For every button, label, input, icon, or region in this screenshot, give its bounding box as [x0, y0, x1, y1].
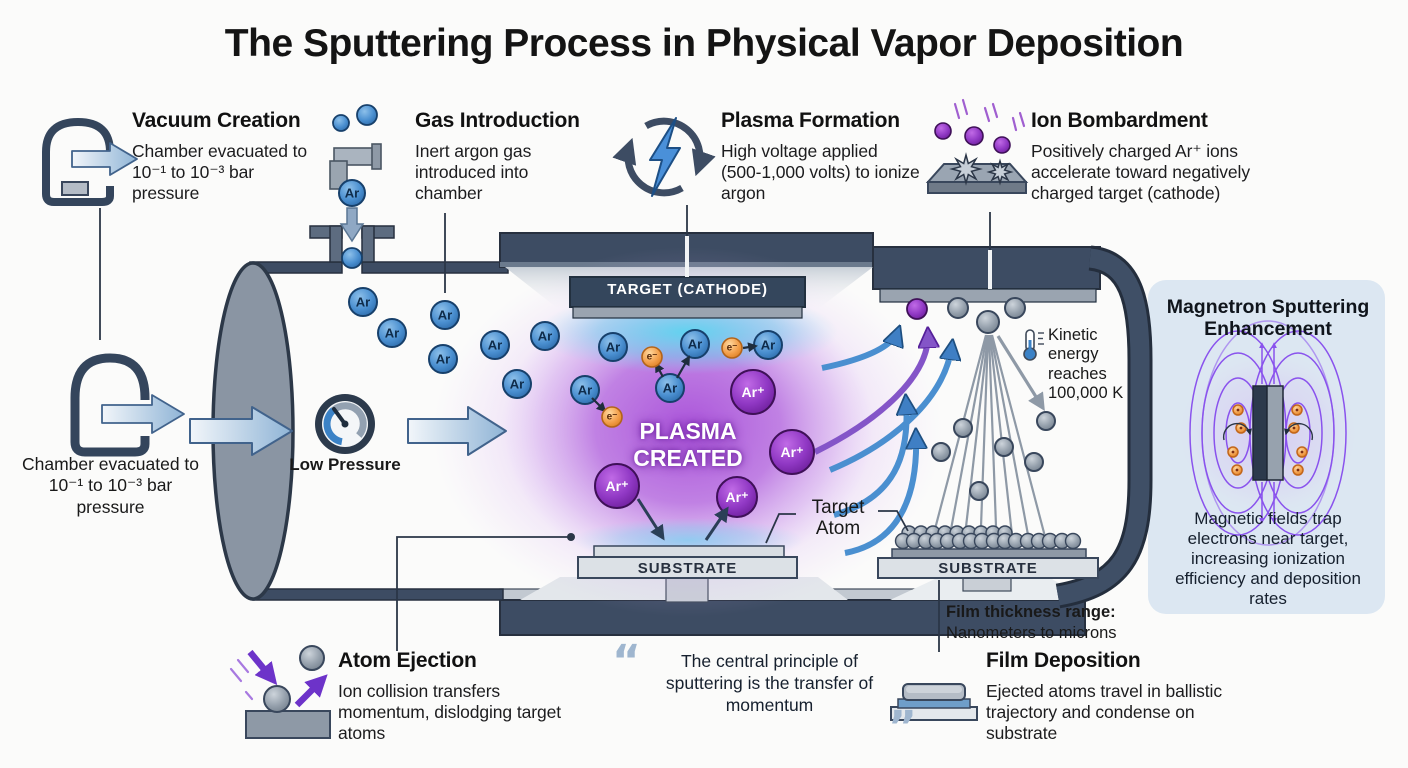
electron-label: e⁻	[647, 352, 658, 363]
argon-atom-label: Ar	[345, 186, 359, 201]
argon-atom-label: Ar	[538, 329, 552, 344]
argon-ion-label: Ar⁺	[781, 444, 804, 460]
substrate-pedestal-right	[962, 576, 1012, 592]
vacuum-jar-icon-top	[42, 117, 138, 206]
atom-ejection-icon	[229, 645, 331, 739]
argon-atom-label: Ar	[438, 308, 452, 323]
substrate-left	[577, 545, 798, 579]
argon-atom-at-inlet: Ar	[338, 179, 366, 207]
argon-atom-label: Ar	[606, 340, 620, 355]
argon-atom-label: Ar	[663, 381, 677, 396]
pressure-gauge-icon	[315, 394, 375, 454]
callout-lines	[99, 205, 991, 652]
film-deposition-icon	[890, 683, 978, 721]
gas-molecule	[356, 104, 378, 126]
incoming-ion	[934, 122, 952, 140]
plasma-created-label: PLASMA CREATED	[633, 418, 743, 472]
gas-faucet-icon	[329, 104, 382, 190]
quote-open-mark: “	[612, 636, 641, 687]
step-plasma-body: High voltage applied (500-1,000 volts) t…	[721, 141, 920, 203]
argon-ball-in-port	[341, 247, 363, 269]
flow-arrow-to-plasma	[407, 406, 507, 456]
target-atom-label: Target Atom	[811, 497, 865, 540]
argon-ion-label: Ar⁺	[606, 478, 629, 494]
electron-label: e⁻	[607, 412, 618, 423]
embedded-ion	[906, 298, 928, 320]
argon-atom-label: Ar	[761, 338, 775, 353]
chamber-top-wall-right	[872, 246, 1101, 290]
step-vacuum-body: Chamber evacuated to 10⁻¹ to 10⁻³ bar pr…	[132, 141, 308, 203]
film-thickness-value: Nanometers to microns	[946, 624, 1117, 642]
step-atom-ejection-body: Ion collision transfers momentum, dislod…	[338, 681, 561, 743]
argon-atom-label: Ar	[356, 295, 370, 310]
target-surface-atom	[947, 297, 969, 319]
step-gas-body: Inert argon gas introduced into chamber	[415, 141, 532, 203]
incoming-ion	[964, 126, 984, 146]
step-film-deposition-heading: Film Deposition	[986, 649, 1141, 672]
target-cathode-bar	[569, 276, 806, 319]
magnetron-heading: Magnetron Sputtering Enhancement	[1166, 296, 1370, 341]
step-film-deposition-body: Ejected atoms travel in ballistic trajec…	[986, 681, 1222, 743]
argon-atom-label: Ar	[688, 337, 702, 352]
evacuated-caption: Chamber evacuated to 10⁻¹ to 10⁻³ bar pr…	[21, 454, 200, 517]
vacuum-jar-icon-mid	[70, 353, 185, 457]
magnetron-panel	[1148, 280, 1385, 614]
low-pressure-label: Low Pressure	[289, 455, 401, 474]
step-vacuum-heading: Vacuum Creation	[132, 109, 301, 132]
plasma-glow	[433, 247, 943, 617]
quote-close-mark: ”	[888, 702, 917, 753]
surface-atom	[263, 685, 291, 713]
ion-acceleration-arrows	[813, 331, 952, 556]
impact-starburst	[949, 152, 983, 186]
target-surface-atom	[1004, 297, 1026, 319]
target-cathode-label: TARGET (CATHODE)	[607, 281, 768, 298]
step-atom-ejection-heading: Atom Ejection	[338, 649, 477, 672]
argon-ion-label: Ar⁺	[742, 384, 765, 400]
chamber-right-wall	[1056, 248, 1150, 606]
step-ion-body: Positively charged Ar⁺ ions accelerate t…	[1031, 141, 1250, 203]
substrate-label-right: SUBSTRATE	[938, 560, 1038, 577]
callout-dot	[567, 533, 575, 541]
ion-impact-icon	[925, 98, 1029, 194]
kinetic-energy-note: Kinetic energy reaches 100,000 K	[1048, 326, 1124, 403]
chamber-bottom-wall-left	[252, 588, 504, 601]
page-title: The Sputtering Process in Physical Vapor…	[224, 22, 1184, 65]
quote-text: The central principle of sputtering is t…	[665, 651, 874, 715]
step-plasma-heading: Plasma Formation	[721, 109, 900, 132]
deposited-film-atoms	[894, 525, 1082, 550]
gas-molecule	[332, 114, 350, 132]
chamber-top-wall-thin-right	[361, 261, 509, 274]
argon-atoms: Ar Ar Ar Ar Ar Ar Ar Ar Ar Ar Ar Ar	[348, 287, 783, 405]
step-ion-heading: Ion Bombardment	[1031, 109, 1208, 132]
ejected-atom	[299, 645, 325, 671]
magnetron-body: Magnetic fields trap electrons near targ…	[1175, 509, 1361, 609]
plasma-bolt-icon	[612, 117, 716, 197]
substrate-impact-arrows	[636, 498, 729, 541]
electron-label: e⁻	[727, 343, 738, 354]
argon-atom-label: Ar	[578, 383, 592, 398]
substrate-right	[877, 525, 1099, 579]
impact-starburst	[986, 158, 1014, 186]
flow-arrow-into-chamber	[189, 406, 293, 456]
argon-atom-label: Ar	[488, 338, 502, 353]
substrate-label-left: SUBSTRATE	[637, 560, 738, 577]
gas-inlet-arrow	[339, 207, 365, 243]
argon-atom-label: Ar	[436, 352, 450, 367]
film-thickness-label: Film thickness range:	[946, 603, 1116, 621]
trapped-electrons	[1222, 404, 1314, 476]
step-gas-heading: Gas Introduction	[415, 109, 580, 132]
gas-inlet-port	[309, 225, 395, 263]
argon-atom-label: Ar	[385, 326, 399, 341]
incoming-ion	[993, 136, 1011, 154]
falling-atoms	[931, 411, 1056, 501]
argon-atom-label: Ar	[510, 377, 524, 392]
thermometer-icon	[1023, 329, 1044, 361]
argon-ion-label: Ar⁺	[726, 489, 749, 505]
ejected-atom	[976, 310, 1000, 334]
magnet-icon	[1252, 385, 1284, 481]
electrons: e⁻ e⁻ e⁻	[601, 337, 743, 428]
